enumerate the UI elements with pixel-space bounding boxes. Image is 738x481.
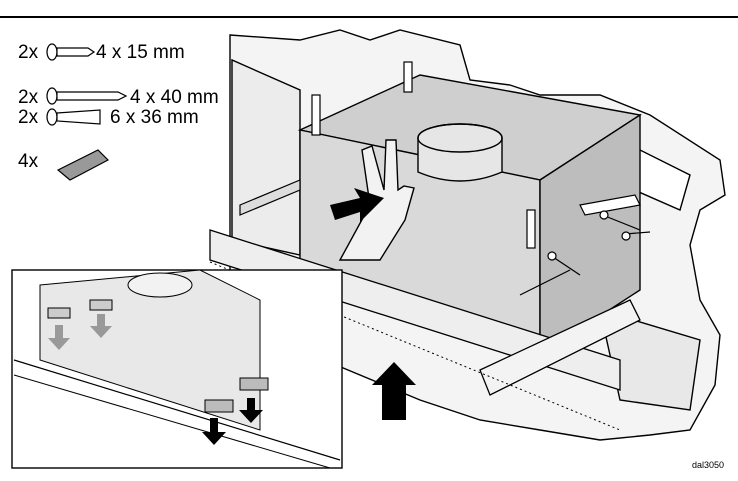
drawing-code: dal3050 [692,460,724,470]
part-qty-2: 2x [18,88,38,108]
part-size-3: 6 x 36 mm [110,108,199,128]
part-size-1: 4 x 15 mm [96,43,185,63]
part-qty-1: 2x [18,43,38,63]
adhesive-pad-icon [58,150,108,180]
part-size-2: 4 x 40 mm [130,88,219,108]
inset-detail [12,270,342,468]
wall-plug-icon [47,109,100,125]
part-qty-4: 4x [18,152,38,172]
part-qty-3: 2x [18,108,38,128]
short-screw-icon [47,44,94,60]
long-screw-icon [47,88,126,104]
